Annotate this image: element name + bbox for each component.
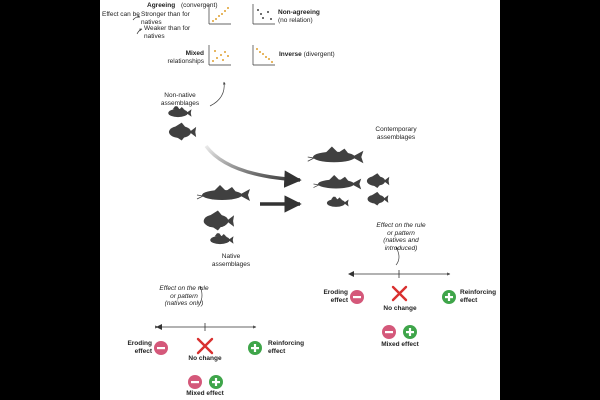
fish-icon-contemporary-small-2	[367, 191, 389, 206]
fish-icon-contemporary-long	[307, 146, 364, 164]
right-eroding-text: Eroding effect	[323, 289, 348, 304]
left-effect-axis	[155, 323, 257, 331]
fish-icon-native-long	[196, 184, 251, 202]
left-mixed-effect-label: Mixed effect	[186, 390, 224, 397]
right-reinforcing-text: Reinforcing effect	[460, 289, 497, 304]
scatter-plot-icon-agreeing	[208, 3, 232, 25]
left-no-change-label: No change	[188, 355, 222, 362]
figure-panel: Agreeing (convergent) Effect can be Stro…	[100, 0, 500, 400]
left-eroding-label: Eroding effect	[122, 340, 152, 355]
legend-mixed-note: relationships	[167, 58, 205, 65]
legend-agreeing-note: (convergent)	[181, 2, 218, 9]
left-eroding-text: Eroding effect	[127, 340, 152, 355]
fish-icon-non-native-2	[168, 122, 197, 141]
scatter-plot-icon-non-agreeing	[252, 3, 276, 25]
right-reinforcing-label: Reinforcing effect	[460, 289, 498, 304]
left-effect-caption: Effect on the rule or pattern (natives o…	[159, 285, 209, 307]
right-no-change-label: No change	[383, 305, 417, 312]
legend-non-agreeing-note: (no relation)	[278, 17, 313, 24]
fish-icon-native-deep	[203, 210, 235, 231]
legend-weaker: Weaker than for natives	[144, 25, 191, 40]
legend-non-agreeing-title: Non-agreeing	[278, 9, 320, 16]
right-mixed-effect-label: Mixed effect	[381, 341, 419, 348]
fish-icon-non-native-1	[168, 106, 192, 118]
curved-arrow-icon-right-effect	[395, 246, 400, 266]
curved-arrow-icon-to-legend	[209, 81, 226, 107]
non-native-assemblages-label: Non-native assemblages	[160, 92, 200, 107]
minus-icon-right-eroding	[350, 290, 364, 304]
fish-icon-native-perch	[210, 233, 234, 245]
curved-arrow-icon-left-effect	[199, 285, 203, 304]
legend-effect-can-be: Effect can be	[102, 11, 140, 18]
legend-inverse-title: Inverse	[279, 51, 302, 58]
right-effect-caption: Effect on the rule or pattern (natives a…	[376, 222, 426, 252]
fish-icon-contemporary-small-1	[366, 173, 390, 188]
plus-icon-left-reinforcing	[248, 341, 262, 355]
legend-inverse-note: (divergent)	[303, 51, 335, 58]
plus-icon-right-mixed	[403, 325, 417, 339]
curved-arrow-icon-stronger	[132, 15, 141, 21]
fish-icon-contemporary-perch	[326, 196, 349, 207]
scatter-plot-icon-mixed	[208, 44, 232, 66]
legend-mixed-title: Mixed	[185, 50, 204, 57]
minus-icon-left-eroding	[154, 341, 168, 355]
legend-stronger: Stronger than for natives	[141, 11, 190, 26]
left-reinforcing-label: Reinforcing effect	[268, 340, 304, 355]
fish-icon-contemporary-deep	[313, 174, 362, 190]
diagram-graphics	[132, 3, 456, 389]
plus-icon-left-mixed	[209, 375, 223, 389]
legend-inverse: Inverse (divergent)	[279, 51, 335, 59]
cross-icon-right-no-change	[391, 285, 408, 302]
right-effect-axis	[348, 270, 451, 278]
cross-icon-left-no-change	[196, 337, 214, 355]
minus-icon-left-mixed	[188, 375, 202, 389]
contemporary-assemblages-label: Contemporary assemblages	[375, 126, 417, 141]
curved-arrow-icon-weaker	[136, 28, 143, 35]
native-assemblages-label: Native assemblages	[211, 253, 251, 268]
legend-agreeing-title: Agreeing	[147, 2, 176, 9]
plus-icon-right-reinforcing	[442, 290, 456, 304]
left-reinforcing-text: Reinforcing effect	[268, 340, 305, 355]
scatter-plot-icon-inverse	[252, 44, 276, 66]
arrow-non-native-to-contemporary	[204, 144, 302, 188]
right-eroding-label: Eroding effect	[316, 289, 348, 304]
minus-icon-right-mixed	[382, 325, 396, 339]
